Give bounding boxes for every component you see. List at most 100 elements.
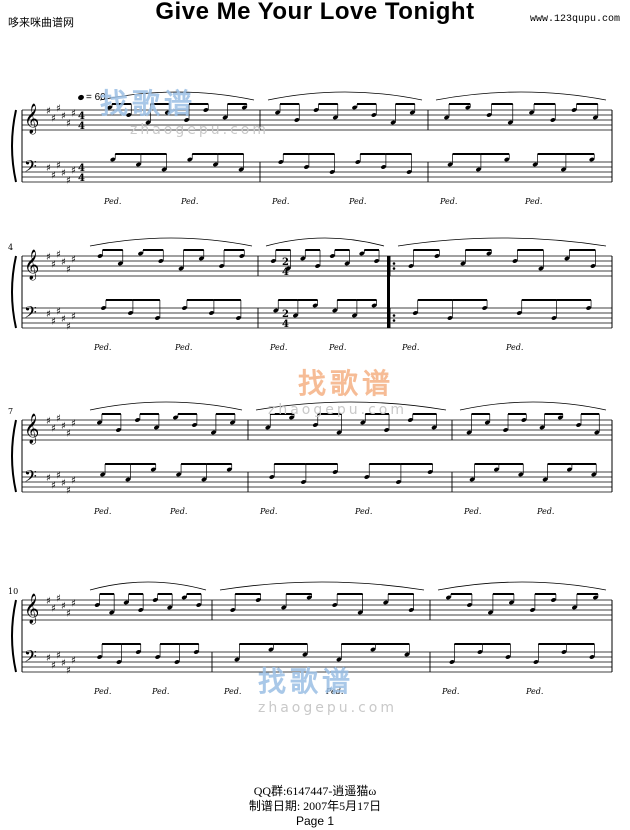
note-head — [193, 650, 199, 654]
note-head — [100, 306, 107, 310]
note-head — [212, 162, 219, 167]
note-head — [332, 470, 338, 474]
key-sharp-icon: ♯ — [61, 257, 66, 268]
site-name-left: 哆来咪曲谱网 — [8, 16, 74, 29]
pedal-mark: Ped. — [259, 507, 277, 516]
note-head — [332, 308, 338, 313]
bass-clef-icon: 𝄢 — [24, 156, 37, 180]
note-head — [161, 167, 167, 172]
treble-clef-icon: 𝄞 — [24, 249, 39, 281]
time-signature-numerator: 2 — [282, 309, 289, 320]
note-head — [475, 167, 482, 172]
note-head — [255, 598, 261, 602]
measure-number: 7 — [8, 407, 13, 416]
key-sharp-icon: ♯ — [46, 163, 51, 174]
note-head — [466, 430, 472, 435]
note-head — [97, 655, 103, 659]
note-head — [275, 110, 281, 115]
note-head — [508, 600, 515, 605]
note-head — [550, 118, 556, 122]
time-signature-numerator: 4 — [78, 111, 85, 122]
note-head — [226, 467, 232, 472]
note-head — [329, 254, 335, 258]
note-head — [576, 423, 582, 427]
note-head — [117, 261, 123, 266]
note-head — [571, 605, 578, 610]
note-head — [241, 105, 247, 110]
slur — [397, 237, 607, 247]
note-head — [406, 170, 412, 174]
note-head — [493, 467, 500, 472]
note-head — [155, 655, 161, 659]
note-head — [566, 467, 573, 472]
note-head — [521, 418, 527, 422]
key-sharp-icon: ♯ — [56, 594, 61, 605]
tempo-marking: = 60 — [77, 92, 106, 103]
note-head — [518, 472, 524, 477]
note-head — [150, 467, 156, 472]
pedal-mark: Ped. — [441, 687, 459, 696]
note-head — [550, 598, 557, 602]
slur — [435, 91, 607, 101]
note-head — [184, 118, 190, 122]
note-head — [592, 115, 598, 120]
note-head — [484, 420, 490, 425]
pedal-mark: Ped. — [223, 687, 241, 696]
key-sharp-icon: ♯ — [71, 166, 76, 177]
note-head — [300, 480, 307, 484]
note-head — [191, 423, 198, 427]
slur — [89, 237, 253, 247]
slur — [89, 581, 207, 591]
pedal-mark: Ped. — [525, 687, 543, 696]
note-head — [336, 657, 342, 662]
key-sharp-icon: ♯ — [46, 106, 51, 117]
note-head — [158, 259, 164, 263]
key-sharp-icon: ♯ — [66, 119, 71, 130]
pedal-mark: Ped. — [439, 197, 457, 206]
pedal-mark: Ped. — [524, 197, 542, 206]
pedal-mark: Ped. — [180, 197, 198, 206]
note-head — [355, 160, 361, 164]
brace — [11, 599, 17, 673]
note-head — [447, 316, 453, 320]
measure-number: 10 — [8, 587, 18, 596]
key-sharp-icon: ♯ — [66, 176, 71, 187]
note-head — [302, 652, 308, 657]
note-head — [306, 595, 312, 600]
note-head — [445, 595, 452, 600]
note-head — [312, 303, 318, 308]
key-sharp-icon: ♯ — [46, 252, 51, 263]
note-head — [210, 430, 217, 435]
pedal-mark: Ped. — [401, 343, 419, 352]
key-sharp-icon: ♯ — [66, 609, 71, 620]
key-sharp-icon: ♯ — [66, 322, 71, 333]
footer-page: Page 1 — [295, 814, 335, 828]
note-head — [589, 655, 595, 659]
note-head — [285, 266, 291, 271]
repeat-dot — [392, 267, 396, 270]
note-head — [412, 311, 418, 315]
note-head — [516, 311, 522, 315]
key-sharp-icon: ♯ — [71, 656, 76, 667]
key-sharp-icon: ♯ — [56, 651, 61, 662]
note-head — [503, 428, 509, 432]
note-head — [351, 313, 358, 318]
note-head — [97, 254, 103, 258]
note-head — [300, 256, 306, 261]
note-head — [164, 110, 170, 115]
note-head — [152, 598, 158, 602]
key-sharp-icon: ♯ — [71, 255, 76, 266]
treble-clef-icon: 𝄞 — [24, 593, 39, 625]
key-sharp-icon: ♯ — [51, 317, 56, 328]
key-sharp-icon: ♯ — [56, 161, 61, 172]
pedal-mark: Ped. — [348, 197, 366, 206]
note-head — [292, 313, 299, 318]
note-head — [289, 415, 295, 420]
note-head — [154, 316, 161, 320]
note-head — [460, 261, 466, 266]
brace — [11, 109, 17, 183]
key-sharp-icon: ♯ — [71, 312, 76, 323]
note-head — [359, 251, 365, 256]
slur — [89, 401, 243, 411]
slur — [437, 581, 607, 591]
